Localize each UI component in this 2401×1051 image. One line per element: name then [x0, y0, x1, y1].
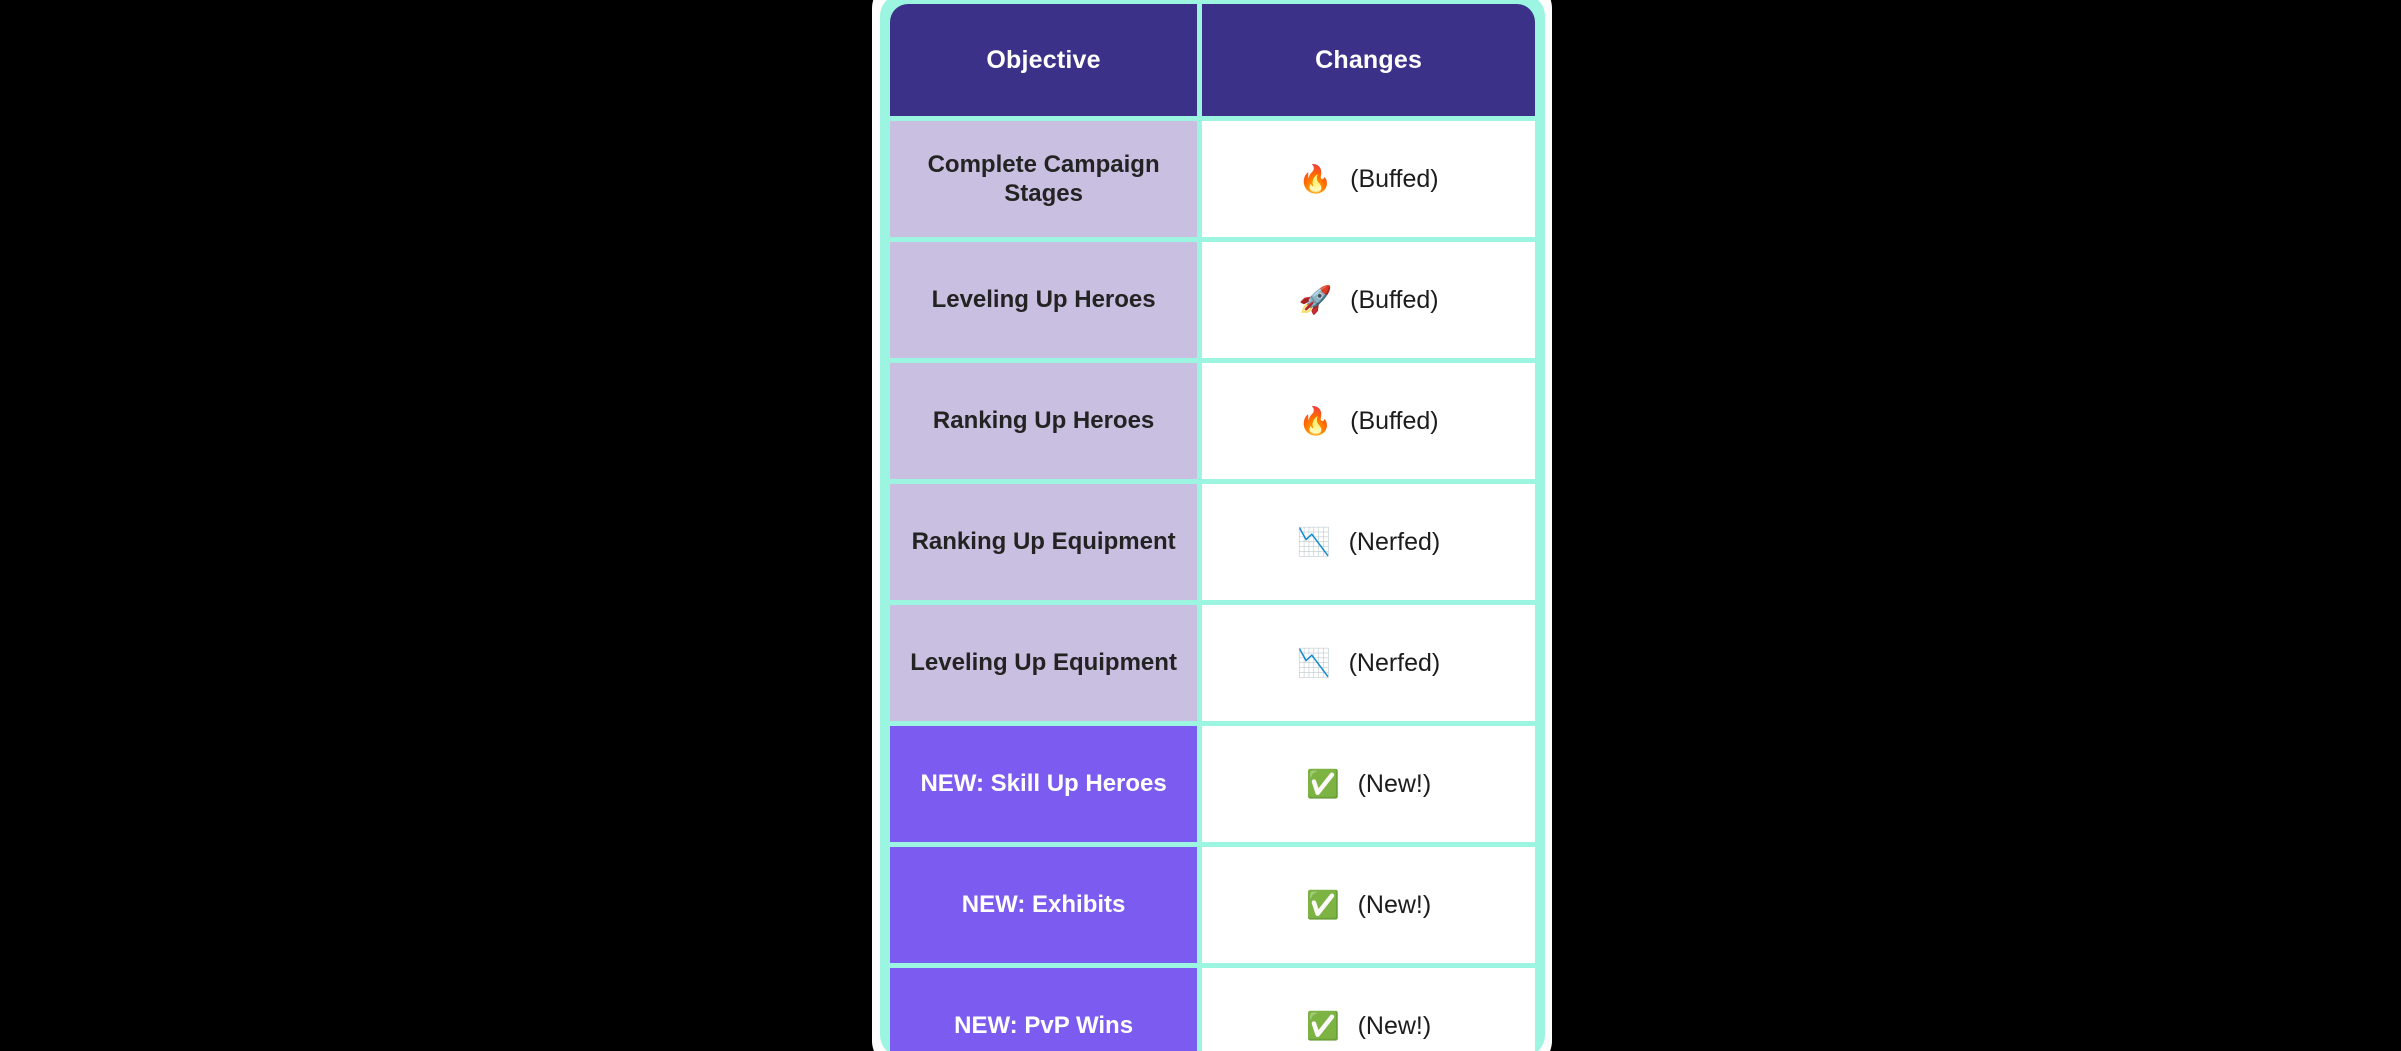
cell-changes: 🔥 (Buffed) — [1202, 121, 1535, 237]
table-row: NEW: Exhibits ✅ (New!) — [890, 847, 1535, 963]
cell-objective: Complete Campaign Stages — [890, 121, 1198, 237]
change-content: ✅ (New!) — [1202, 1012, 1535, 1041]
cell-changes: ✅ (New!) — [1202, 968, 1535, 1051]
change-content: 📉 (Nerfed) — [1202, 649, 1535, 678]
change-content: 📉 (Nerfed) — [1202, 528, 1535, 557]
cell-objective: Leveling Up Heroes — [890, 242, 1198, 358]
change-content: 🚀 (Buffed) — [1202, 286, 1535, 315]
column-header-objective: Objective — [890, 4, 1198, 116]
cell-changes: 📉 (Nerfed) — [1202, 605, 1535, 721]
cell-objective: NEW: Skill Up Heroes — [890, 726, 1198, 842]
cell-objective: Ranking Up Heroes — [890, 363, 1198, 479]
change-content: ✅ (New!) — [1202, 770, 1535, 799]
cell-objective: NEW: Exhibits — [890, 847, 1198, 963]
cell-changes: ✅ (New!) — [1202, 847, 1535, 963]
table-row: Ranking Up Equipment 📉 (Nerfed) — [890, 484, 1535, 600]
fire-icon: 🔥 — [1298, 163, 1333, 194]
table-row: Ranking Up Heroes 🔥 (Buffed) — [890, 363, 1535, 479]
cell-objective: NEW: PvP Wins — [890, 968, 1198, 1051]
table-row: NEW: Skill Up Heroes ✅ (New!) — [890, 726, 1535, 842]
fire-icon: 🔥 — [1298, 405, 1333, 436]
table-row: NEW: PvP Wins ✅ (New!) — [890, 968, 1535, 1051]
change-status-label: (New!) — [1357, 1011, 1432, 1040]
cell-objective: Leveling Up Equipment — [890, 605, 1198, 721]
cell-changes: 📉 (Nerfed) — [1202, 484, 1535, 600]
objectives-changes-table: Objective Changes Complete Campaign Stag… — [885, 0, 1540, 1051]
column-header-changes: Changes — [1202, 4, 1535, 116]
change-status-label: (Nerfed) — [1348, 527, 1441, 556]
table-row: Complete Campaign Stages 🔥 (Buffed) — [890, 121, 1535, 237]
change-content: ✅ (New!) — [1202, 891, 1535, 920]
change-status-label: (Buffed) — [1350, 406, 1439, 435]
change-status-label: (Buffed) — [1350, 164, 1439, 193]
rocket-icon: 🚀 — [1298, 284, 1333, 315]
table-header: Objective Changes — [890, 4, 1535, 116]
change-status-label: (New!) — [1357, 769, 1432, 798]
change-content: 🔥 (Buffed) — [1202, 407, 1535, 436]
table-row: Leveling Up Equipment 📉 (Nerfed) — [890, 605, 1535, 721]
check-mark-button-icon: ✅ — [1305, 768, 1340, 799]
cell-changes: 🚀 (Buffed) — [1202, 242, 1535, 358]
chart-decreasing-icon: 📉 — [1296, 526, 1331, 557]
chart-decreasing-icon: 📉 — [1296, 647, 1331, 678]
table-row: Leveling Up Heroes 🚀 (Buffed) — [890, 242, 1535, 358]
change-status-label: (New!) — [1357, 890, 1432, 919]
cell-changes: 🔥 (Buffed) — [1202, 363, 1535, 479]
table-header-row: Objective Changes — [890, 4, 1535, 116]
objectives-table-container: Objective Changes Complete Campaign Stag… — [880, 0, 1545, 1051]
change-content: 🔥 (Buffed) — [1202, 165, 1535, 194]
cell-changes: ✅ (New!) — [1202, 726, 1535, 842]
check-mark-button-icon: ✅ — [1305, 889, 1340, 920]
table-body: Complete Campaign Stages🔥(Buffed)Levelin… — [890, 121, 1535, 1051]
cell-objective: Ranking Up Equipment — [890, 484, 1198, 600]
change-status-label: (Nerfed) — [1348, 648, 1441, 677]
check-mark-button-icon: ✅ — [1305, 1010, 1340, 1041]
change-status-label: (Buffed) — [1350, 285, 1439, 314]
